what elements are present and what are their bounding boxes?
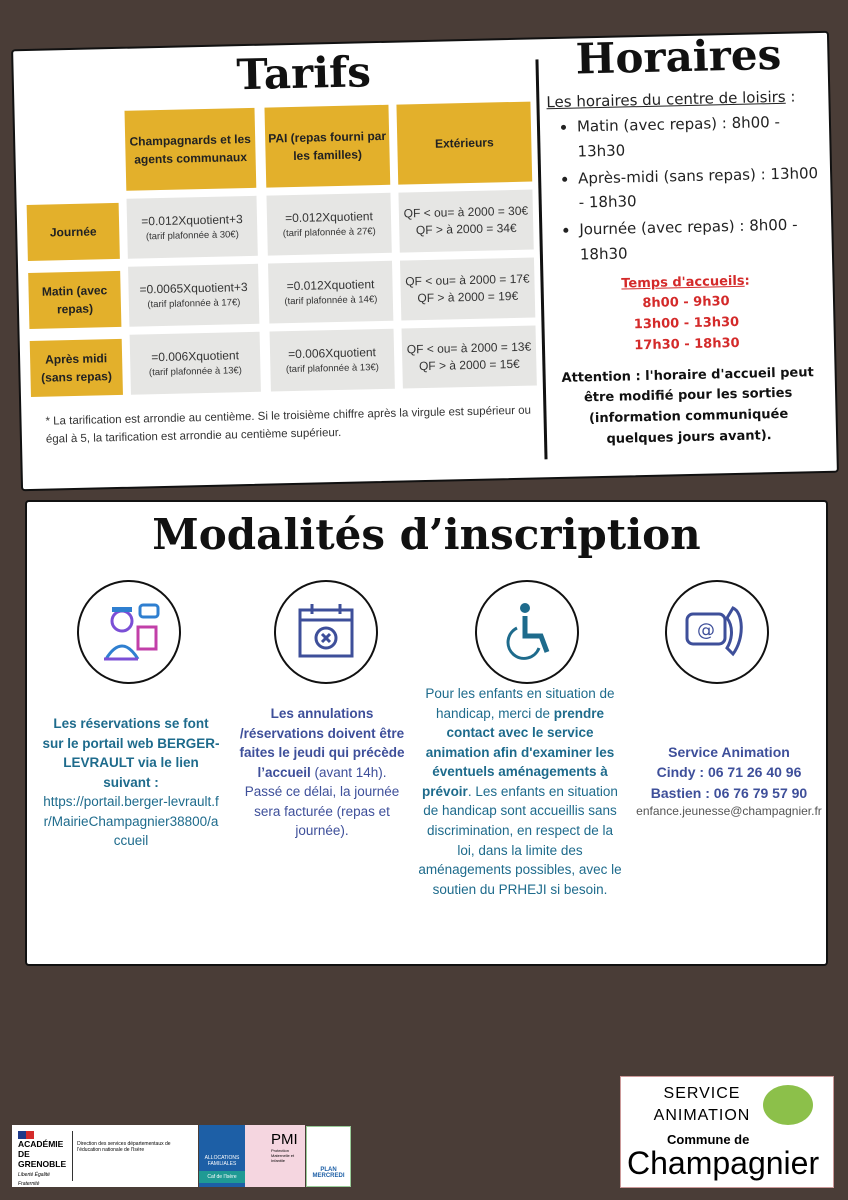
accueil-times: Temps d'accueils: 8h00 - 9h30 13h00 - 13… <box>550 270 822 359</box>
horaires-block: Les horaires du centre de loisirs : Mati… <box>546 87 824 452</box>
cancellation-rest: Passé ce délai, la journée sera facturée… <box>244 784 400 839</box>
footnote: * La tarification est arrondie au centiè… <box>45 404 532 447</box>
reservation-info: Les réservations se font sur le portail … <box>41 714 221 851</box>
portal-link[interactable]: https://portail.berger-levrault.fr/Mairi… <box>43 794 219 849</box>
row-header: Matin (avec repas) <box>28 270 122 329</box>
row-header: Après midi (sans repas) <box>29 338 123 397</box>
col-header: Champagnards et les agents communaux <box>124 107 257 191</box>
wheelchair-icon <box>475 580 579 684</box>
tarif-cell: =0.0065Xquotient+3 (tarif plafonnée à 17… <box>128 263 260 327</box>
tarifs-horaires-card: Tarifs Horaires Champagnards et les agen… <box>11 29 839 492</box>
tarifs-title: Tarifs <box>236 47 372 100</box>
pmi-logo: PMI Protection Maternelle et Infantile <box>245 1125 305 1187</box>
cancellation-deadline: (avant 14h). <box>310 764 387 780</box>
cancellation-bold: Les annulations /réservations doivent êt… <box>239 706 405 780</box>
modalites-title: Modalités d’inscription <box>152 510 701 559</box>
handicap-info: Pour les enfants en situation de handica… <box>417 684 623 899</box>
horaires-lead: Les horaires du centre de loisirs <box>546 87 786 112</box>
tarif-formula: =0.012Xquotient <box>284 209 374 226</box>
tarif-cell: =0.006Xquotient (tarif plafonnée à 13€) <box>129 331 261 395</box>
horaires-title: Horaires <box>575 29 782 84</box>
phone-cindy: Cindy : 06 71 26 40 96 <box>656 764 802 781</box>
champagnier-logo: SERVICE ANIMATION Commune de Champagnier <box>620 1076 834 1188</box>
direction-text: Direction des services départementaux de… <box>72 1131 192 1181</box>
tarif-detail: (tarif plafonnée à 27€) <box>282 225 376 239</box>
tarif-formula: =0.006Xquotient <box>151 348 240 365</box>
calendar-cancel-icon <box>274 580 378 684</box>
pmi-sub: Protection Maternelle et Infantile <box>271 1148 295 1163</box>
attention-note: Attention : l'horaire d'accueil peut êtr… <box>561 364 814 448</box>
tarif-detail: (tarif plafonnée à 30€) <box>145 228 239 243</box>
divider <box>535 59 548 460</box>
tarif-cell: =0.012Xquotient+3 (tarif plafonnée à 30€… <box>126 195 258 259</box>
email-link[interactable]: enfance.jeunesse@champagnier.fr <box>636 803 822 818</box>
contact-info: Service Animation Cindy : 06 71 26 40 96… <box>633 742 825 820</box>
horaire-item: Matin (avec repas) : 8h00 - 13h30 <box>577 109 818 164</box>
tarif-formula: =0.006Xquotient <box>288 345 377 362</box>
handicap-bold: prendre contact avec le service animatio… <box>422 705 615 799</box>
champagnier-label: Champagnier <box>627 1144 820 1181</box>
col-header: PAI (repas fourni par les familles) <box>264 104 391 188</box>
cancellation-info: Les annulations /réservations doivent êt… <box>235 704 409 841</box>
tarif-cell: QF < ou= à 2000 = 30€ QF > à 2000 = 34€ <box>398 189 534 253</box>
reservation-text: Les réservations se font sur le portail … <box>42 716 220 790</box>
tarif-formula: =0.012Xquotient <box>286 277 375 294</box>
academie-name: ACADÉMIE DE GRENOBLE <box>18 1139 67 1169</box>
service-label: SERVICE ANIMATION <box>653 1085 751 1125</box>
tarif-detail: (tarif plafonnée à 13€) <box>285 361 379 375</box>
tarif-detail: (tarif plafonnée à 14€) <box>284 293 378 307</box>
tarif-detail: QF > à 2000 = 15€ <box>418 356 520 374</box>
tarif-detail: (tarif plafonnée à 13€) <box>148 364 243 379</box>
contact-icon: @ <box>665 580 769 684</box>
tarif-cell: =0.012Xquotient (tarif plafonnée à 14€) <box>268 260 394 324</box>
tarif-detail: QF > à 2000 = 19€ <box>417 288 519 306</box>
tarif-cell: =0.006Xquotient (tarif plafonnée à 13€) <box>269 328 395 392</box>
handicap-text-rest: . Les enfants en situation de handicap s… <box>418 783 622 897</box>
caf-isere: Caf de l'Isère <box>199 1171 245 1183</box>
horaire-item: Après-midi (sans repas) : 13h00 - 18h30 <box>578 161 819 216</box>
horaire-item: Journée (avec repas) : 8h00 - 18h30 <box>579 212 820 267</box>
colon: : <box>744 273 750 289</box>
devise: Liberté Égalité Fraternité <box>18 1172 50 1187</box>
tarif-detail: QF > à 2000 = 34€ <box>415 220 517 238</box>
academie-logo: ACADÉMIE DE GRENOBLE Liberté Égalité Frat… <box>12 1125 198 1187</box>
tarif-cell: QF < ou= à 2000 = 13€ QF > à 2000 = 15€ <box>401 325 537 389</box>
student-computer-icon <box>77 580 181 684</box>
commune-label: Commune de <box>667 1131 750 1147</box>
tarif-detail: (tarif plafonnée à 17€) <box>147 296 241 311</box>
accueil-title: Temps d'accueils <box>621 273 745 292</box>
caf-text: ALLOCATIONS FAMILIALES <box>204 1155 240 1167</box>
pmi-text: PMI <box>271 1131 298 1148</box>
tarif-cell: QF < ou= à 2000 = 17€ QF > à 2000 = 19€ <box>399 257 536 321</box>
col-header: Extérieurs <box>396 101 533 185</box>
plan-mercredi-logo: PLAN MERCREDI <box>306 1126 351 1187</box>
caf-logo: ALLOCATIONS FAMILIALES Caf de l'Isère <box>199 1125 245 1187</box>
handicap-text: Pour les enfants en situation de handica… <box>425 686 615 721</box>
svg-text:@: @ <box>697 620 715 641</box>
phone-bastien: Bastien : 06 76 79 57 90 <box>650 784 808 801</box>
service-name: Service Animation <box>668 744 790 760</box>
modalites-card: Modalités d’inscription @ Les réservatio… <box>25 500 828 966</box>
colon: : <box>785 87 796 106</box>
tarif-cell: =0.012Xquotient (tarif plafonnée à 27€) <box>266 192 392 256</box>
row-header: Journée <box>26 202 120 262</box>
tree-icon <box>763 1085 813 1125</box>
